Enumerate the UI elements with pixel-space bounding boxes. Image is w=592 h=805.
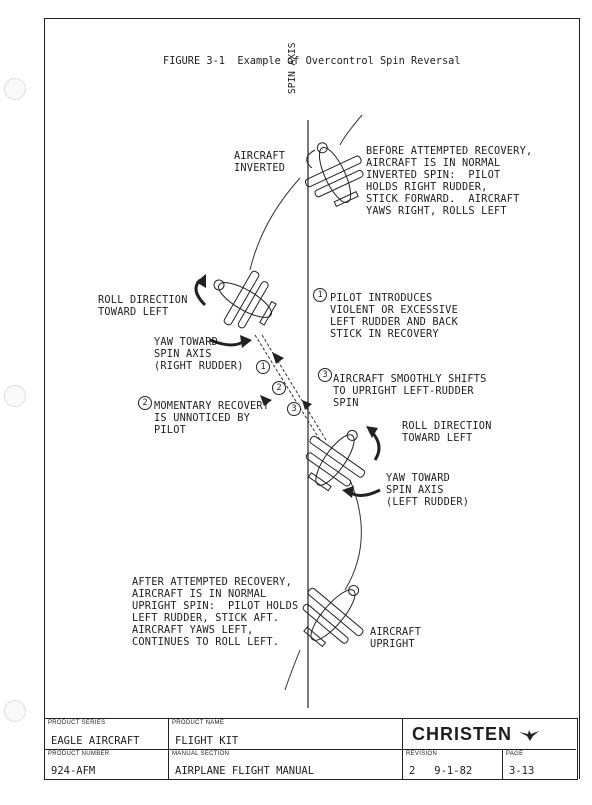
caption: PRODUCT NAME (172, 720, 225, 726)
spin-path-curve (284, 649, 301, 691)
product-series-cell: PRODUCT SERIES EAGLE AIRCRAFT (45, 719, 169, 750)
step2-note: MOMENTARY RECOVERY IS UNNOTICED BY PILOT (154, 400, 270, 436)
step-number: 3 (318, 368, 332, 382)
step3-note: AIRCRAFT SMOOTHLY SHIFTS TO UPRIGHT LEFT… (333, 373, 487, 409)
revision: 2 9-1-82 (409, 765, 473, 777)
yaw-toward-label: YAW TOWARD SPIN AXIS (RIGHT RUDDER) (154, 336, 244, 372)
product-series: EAGLE AIRCRAFT (51, 735, 140, 747)
roll-direction-label: ROLL DIRECTION TOWARD LEFT (98, 294, 188, 318)
roll-direction-label: ROLL DIRECTION TOWARD LEFT (402, 420, 492, 444)
aircraft-inverted-label: AIRCRAFT INVERTED (234, 150, 286, 174)
yaw-toward-label: YAW TOWARD SPIN AXIS (LEFT RUDDER) (386, 472, 470, 508)
step-number: 3 (287, 402, 301, 416)
biplane-transition-icon (213, 270, 277, 329)
transition-path (254, 334, 321, 441)
figure-title: FIGURE 3-1 Example of Overcontrol Spin R… (163, 55, 461, 67)
spin-path-curve (249, 177, 301, 271)
caption: PRODUCT NUMBER (48, 751, 110, 757)
product-number-cell: PRODUCT NUMBER 924-AFM (45, 750, 169, 779)
caption: PRODUCT SERIES (48, 720, 106, 726)
logo-text: CHRISTEN (412, 724, 513, 744)
biplane-inverted-icon (304, 142, 364, 208)
biplane-upright-icon (302, 584, 364, 648)
caption: REVISION (406, 751, 438, 757)
binder-hole (4, 78, 26, 100)
page-number: 3-13 (509, 765, 535, 777)
caption: PAGE (506, 751, 524, 757)
binder-hole (4, 700, 26, 722)
logo-cell (403, 719, 576, 750)
step-number: 1 (256, 360, 270, 374)
revision-cell: REVISION 2 9-1-82 (403, 750, 503, 779)
spin-path-curve (344, 479, 362, 591)
binder-hole (4, 385, 26, 407)
aircraft-upright-label: AIRCRAFT UPRIGHT (370, 626, 422, 650)
product-number: 924-AFM (51, 765, 96, 777)
step-number: 1 (313, 288, 327, 302)
spin-axis-label: SPIN AXIS (287, 42, 298, 94)
caption: MANUAL SECTION (172, 751, 230, 757)
biplane-upright-left-icon (305, 429, 366, 492)
eagle-logo-icon (519, 730, 540, 742)
spin-path-curve (339, 114, 363, 146)
title-block: PRODUCT SERIES EAGLE AIRCRAFT PRODUCT NA… (44, 718, 578, 780)
manual-section: AIRPLANE FLIGHT MANUAL (175, 765, 315, 777)
step1-note: PILOT INTRODUCES VIOLENT OR EXCESSIVE LE… (330, 292, 458, 340)
product-name-cell: PRODUCT NAME FLIGHT KIT (169, 719, 403, 750)
manual-section-cell: MANUAL SECTION AIRPLANE FLIGHT MANUAL (169, 750, 403, 779)
step-number: 2 (138, 396, 152, 410)
before-recovery-note: BEFORE ATTEMPTED RECOVERY, AIRCRAFT IS I… (366, 145, 533, 217)
product-name: FLIGHT KIT (175, 735, 239, 747)
step-number: 2 (272, 381, 286, 395)
after-recovery-note: AFTER ATTEMPTED RECOVERY, AIRCRAFT IS IN… (132, 576, 299, 648)
christen-logo: CHRISTEN (412, 724, 540, 745)
page-cell: PAGE 3-13 (503, 750, 576, 779)
page-frame (44, 18, 580, 779)
